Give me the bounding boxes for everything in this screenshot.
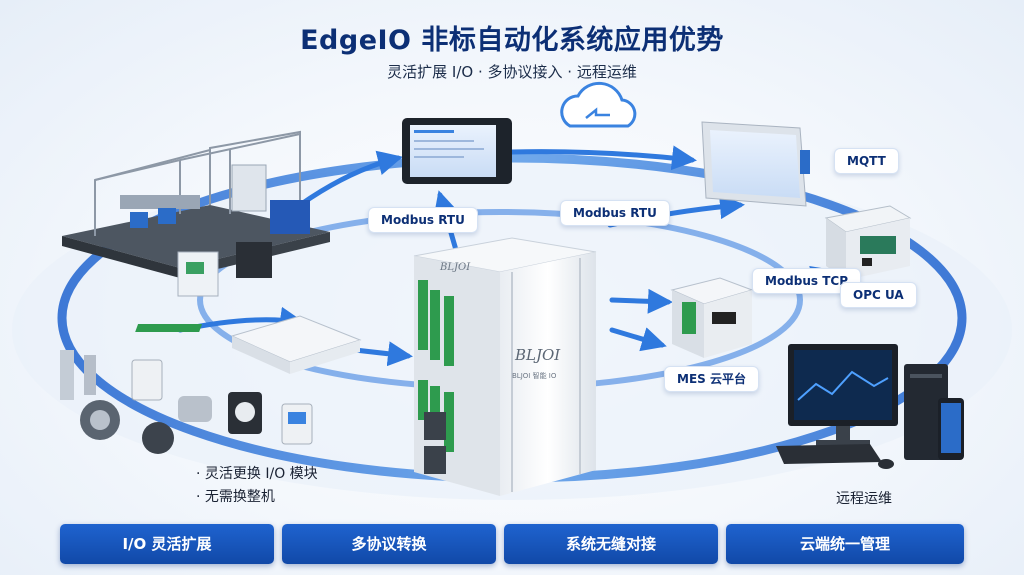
tag-modbus-rtu-center: Modbus RTU — [560, 200, 670, 226]
device-brand-caption: BLJOI 智能 IO — [512, 371, 557, 380]
edgeio-device — [413, 237, 597, 496]
page-subtitle: 灵活扩展 I/O · 多协议接入 · 远程运维 — [387, 63, 637, 81]
tag-mqtt: MQTT — [834, 148, 899, 174]
bullet-no-replace: · 无需换整机 — [196, 489, 275, 505]
tag-opc-ua: OPC UA — [840, 282, 917, 308]
cloud-sync-icon — [560, 81, 637, 128]
din-rail-controller — [670, 277, 754, 358]
monitoring-workstation — [776, 344, 964, 469]
sensor-cluster — [60, 350, 313, 454]
feature-protocol-conversion[interactable]: 多协议转换 — [282, 524, 496, 564]
bullet-swap-module: · 灵活更换 I/O 模块 — [196, 466, 318, 482]
feature-system-integration[interactable]: 系统无缝对接 — [504, 524, 718, 564]
feature-cloud-management[interactable]: 云端统一管理 — [726, 524, 964, 564]
plc-touch-screen — [701, 121, 810, 207]
remote-io-module — [135, 315, 362, 374]
hmi-panel — [402, 118, 512, 184]
tag-modbus-rtu-left: Modbus RTU — [368, 207, 478, 233]
edge-gateway — [824, 205, 912, 280]
device-brand-logo: BLJOI — [514, 346, 561, 364]
remote-ops-label: 远程运维 — [836, 491, 892, 507]
tag-mes-cloud: MES 云平台 — [664, 366, 759, 392]
feature-io-expansion[interactable]: I/O 灵活扩展 — [60, 524, 274, 564]
page-title: EdgeIO 非标自动化系统应用优势 — [300, 25, 724, 56]
factory-workstation — [62, 130, 330, 297]
device-brand-top: BLJOI — [439, 262, 471, 273]
